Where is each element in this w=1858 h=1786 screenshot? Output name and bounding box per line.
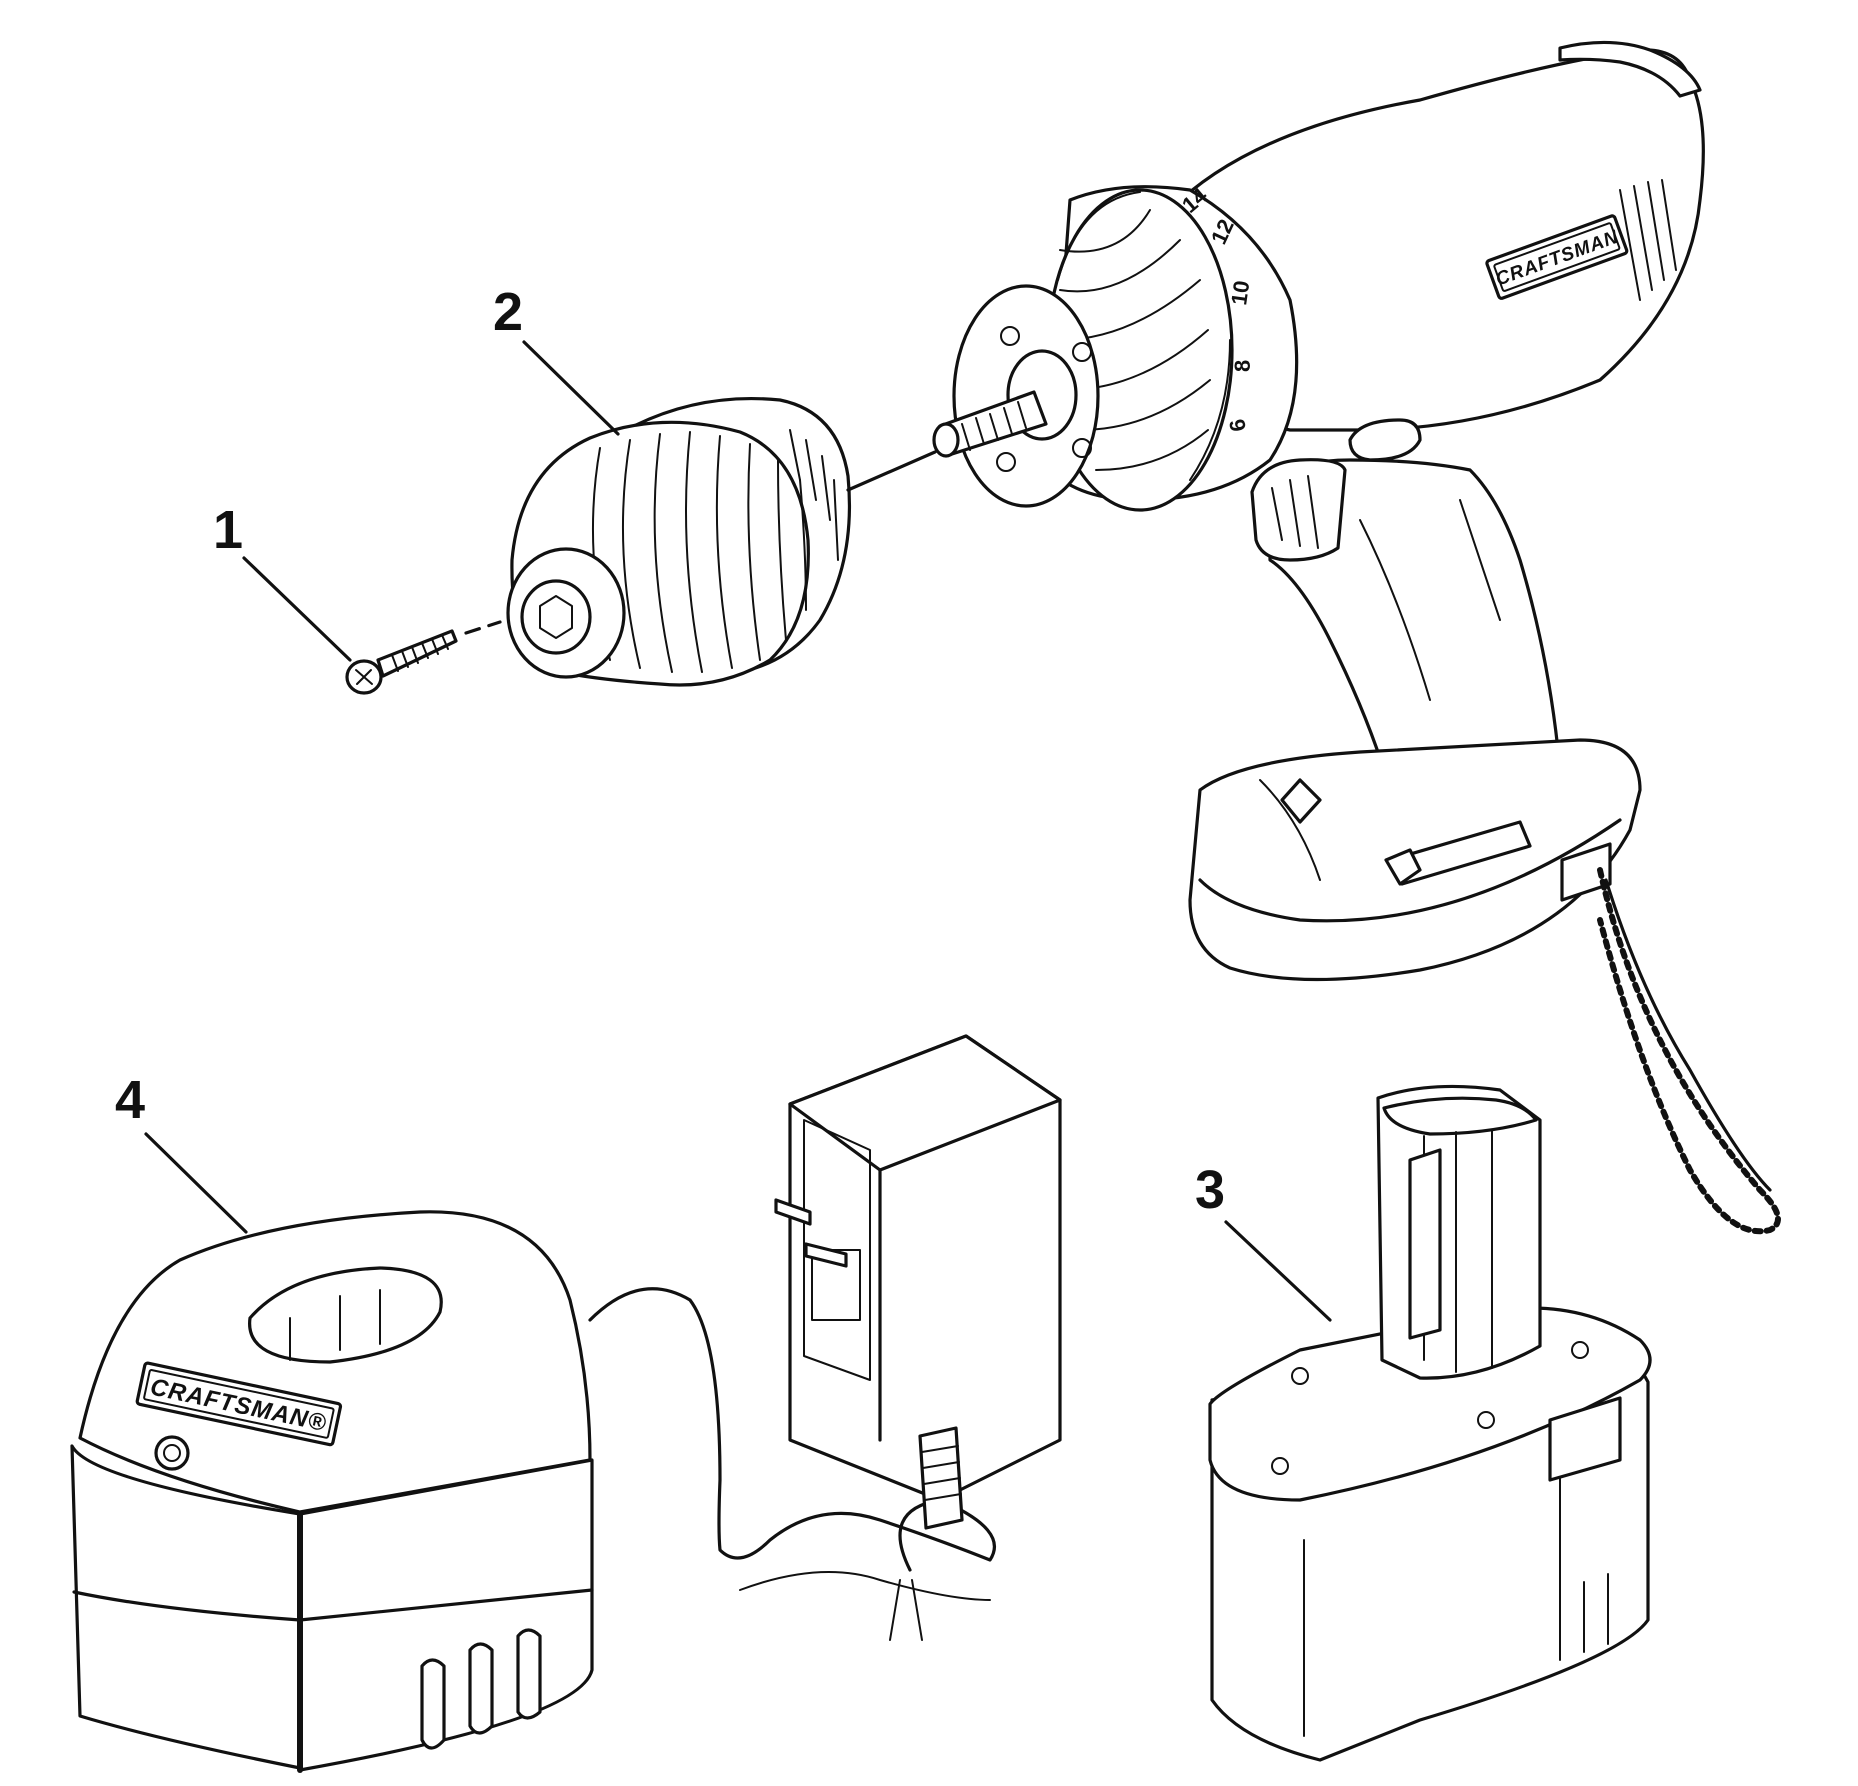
callout-group-3: 3 [1195,1160,1332,1322]
callout-2-label: 2 [493,282,523,342]
chuck-part [506,396,937,687]
clutch-number-6: 6 [1224,417,1251,433]
callout-group-2: 2 [493,282,620,436]
callout-1-label: 1 [213,500,243,560]
battery-part [1208,1084,1652,1762]
callout-3-label: 3 [1195,1160,1225,1220]
callout-group-4: 4 [115,1070,248,1234]
callout-4-label: 4 [115,1070,145,1130]
screw-part [345,620,502,695]
wall-adapter [774,1034,1062,1530]
callout-group-1: 1 [213,500,352,662]
power-cord [588,1287,996,1641]
clutch-number-8: 8 [1230,360,1255,372]
charger-part: CRAFTSMAN® [70,1210,594,1773]
drill-base [1188,738,1642,982]
lanyard [1597,867,1781,1235]
clutch-number-10: 10 [1226,279,1254,307]
drill-body: CRAFTSMAN 14 12 10 8 6 [932,40,1705,792]
